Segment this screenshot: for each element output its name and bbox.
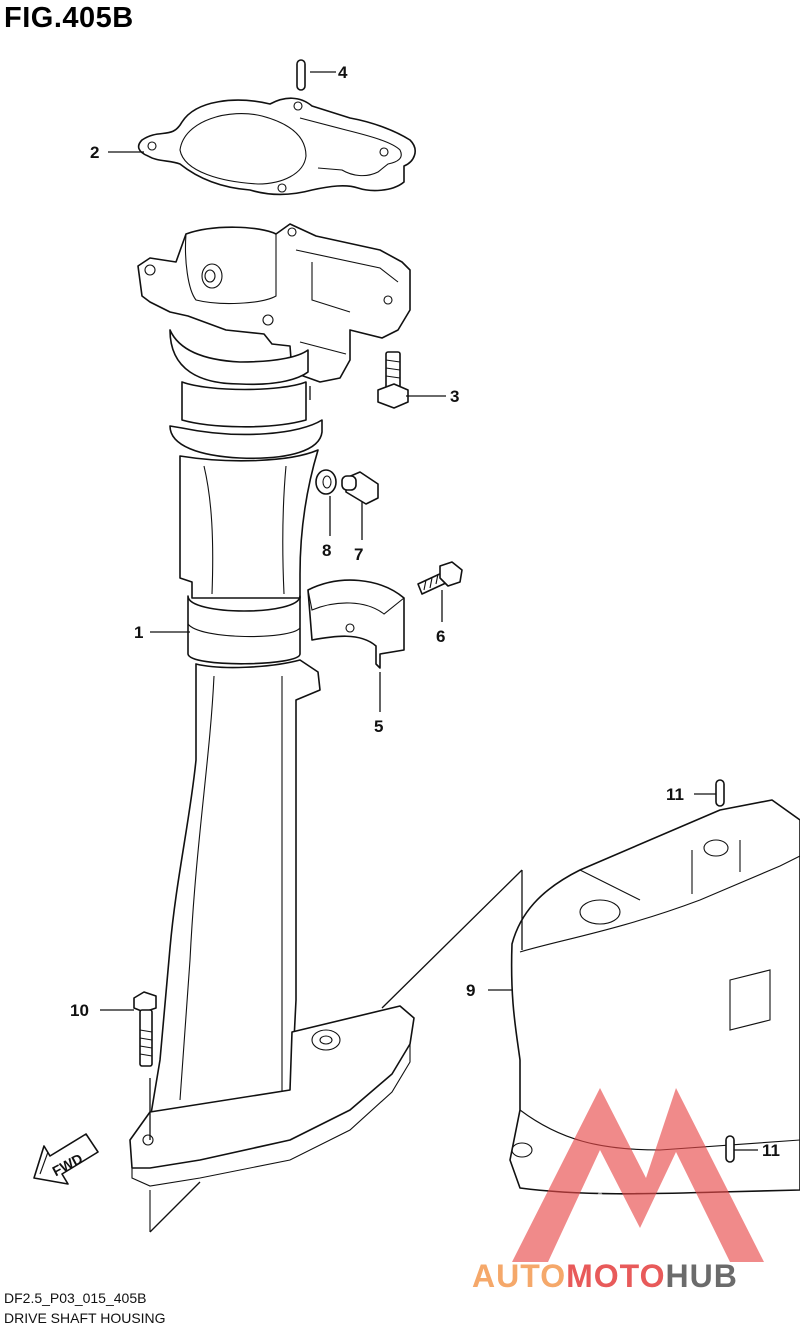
part-11-pin-lower <box>725 1135 735 1163</box>
part-10-bolt <box>133 991 157 1067</box>
callout-2: 2 <box>90 143 99 162</box>
fwd-arrow-icon: FWD <box>33 1133 99 1185</box>
part-8-washer <box>315 469 337 495</box>
callout-7: 7 <box>354 545 363 564</box>
callout-9: 9 <box>466 981 475 1000</box>
callout-6: 6 <box>436 627 445 646</box>
part-7-plug <box>341 471 379 505</box>
part-2-gasket <box>137 97 416 196</box>
callout-10: 10 <box>70 1001 89 1020</box>
watermark-hub: HUB <box>665 1258 738 1294</box>
part-9-cover <box>509 799 800 1195</box>
watermark-auto: AUTO <box>472 1258 567 1294</box>
footer-code: DF2.5_P03_015_405B <box>4 1290 147 1306</box>
part-6-bolt <box>417 561 463 595</box>
part-4-pin <box>296 59 306 91</box>
callout-11-upper: 11 <box>666 785 684 804</box>
callout-8: 8 <box>322 541 331 560</box>
part-3-bolt <box>377 351 409 409</box>
callout-4: 4 <box>338 63 348 82</box>
figure-title: FIG.405B <box>4 2 134 34</box>
part-11-pin-upper <box>715 779 725 807</box>
callout-11-lower: 11 <box>762 1141 780 1160</box>
footer-caption: DRIVE SHAFT HOUSING <box>4 1310 166 1326</box>
footer: DF2.5_P03_015_405B DRIVE SHAFT HOUSING <box>4 1288 166 1328</box>
callout-1: 1 <box>134 623 143 642</box>
part-1-drive-shaft-housing <box>129 223 415 1232</box>
callout-5: 5 <box>374 717 383 736</box>
callout-3: 3 <box>450 387 459 406</box>
part-5-collar <box>307 579 405 669</box>
watermark-moto: MOTO <box>566 1258 666 1294</box>
callout-labels: 4 2 3 8 7 6 5 1 10 9 11 11 <box>70 63 780 1160</box>
watermark-text: AUTOMOTOHUB <box>472 1258 738 1295</box>
leader-lines <box>100 71 758 1233</box>
watermark-logo-icon <box>512 1088 764 1262</box>
